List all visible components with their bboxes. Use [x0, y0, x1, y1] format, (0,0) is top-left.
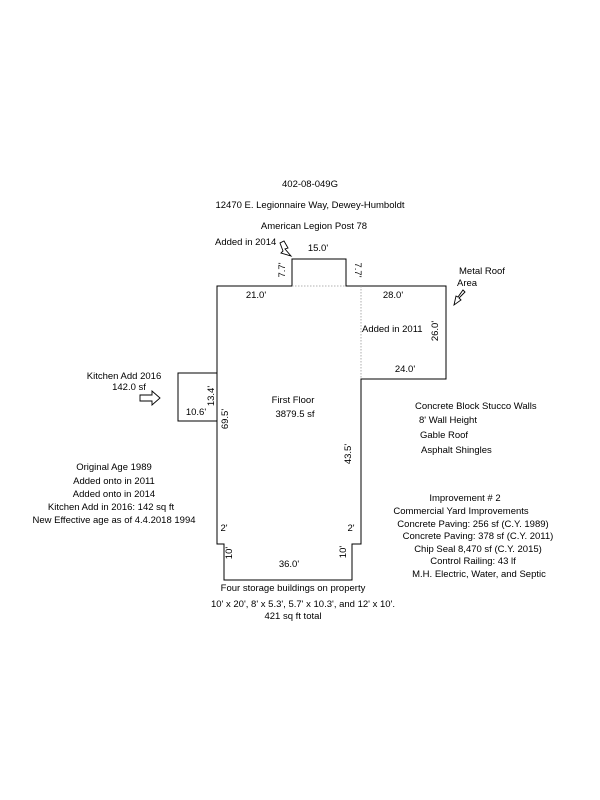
metal-roof-label-line2: Area	[457, 278, 478, 289]
arrow-kitchen-add	[139, 390, 161, 406]
dim-top-bump-right-height: 7.7'	[352, 262, 363, 277]
added-2011-label: Added in 2011	[362, 324, 423, 335]
age-note-effective: New Effective age as of 4.4.2018 1994	[32, 515, 195, 526]
dim-top-left-wall: 21.0'	[246, 290, 266, 301]
arrow-added-2014	[279, 240, 293, 257]
dim-right-addition-height: 26.0'	[430, 321, 441, 341]
storage-note-total: 421 sq ft total	[264, 611, 321, 622]
age-note-original: Original Age 1989	[76, 462, 152, 473]
property-address: 12470 E. Legionnaire Way, Dewey-Humboldt	[215, 200, 404, 211]
note-wall-height: 8' Wall Height	[419, 415, 477, 426]
improvement-utilities: M.H. Electric, Water, and Septic	[412, 569, 546, 580]
dim-bottom-left-step: 2'	[220, 523, 227, 534]
note-shingles: Asphalt Shingles	[421, 445, 492, 456]
owner-name: American Legion Post 78	[261, 221, 367, 232]
note-roof: Gable Roof	[420, 430, 468, 441]
dim-top-bump-left-height: 7.7'	[277, 262, 288, 277]
note-walls: Concrete Block Stucco Walls	[415, 401, 537, 412]
kitchen-addition-outline	[177, 372, 218, 422]
dim-kitchen-width: 10.6'	[186, 407, 206, 418]
storage-note-title: Four storage buildings on property	[221, 583, 366, 594]
building-outline	[216, 258, 447, 581]
dim-right-wall: 43.5'	[343, 444, 354, 464]
dim-bottom-right-height: 10'	[338, 546, 349, 559]
dim-left-wall: 69.5'	[220, 409, 231, 429]
dim-bottom-right-step: 2'	[347, 523, 354, 534]
improvement-title: Improvement # 2	[429, 493, 500, 504]
storage-note-sizes: 10' x 20', 8' x 5.3', 5.7' x 10.3', and …	[211, 599, 395, 610]
dim-top-right-wall: 28.0'	[383, 290, 403, 301]
metal-roof-label-line1: Metal Roof	[459, 266, 505, 277]
kitchen-add-label-line2: 142.0 sf	[112, 382, 146, 393]
first-floor-label: First Floor	[272, 395, 315, 406]
improvement-type: Commercial Yard Improvements	[393, 506, 529, 517]
kitchen-add-label-line1: Kitchen Add 2016	[87, 371, 161, 382]
added-2014-label: Added in 2014	[215, 237, 276, 248]
dim-top-bump-width: 15.0'	[308, 243, 328, 254]
dim-kitchen-height: 13.4'	[206, 386, 217, 406]
dim-bottom-left-height: 10'	[224, 547, 235, 560]
first-floor-area: 3879.5 sf	[275, 409, 314, 420]
improvement-chip-seal: Chip Seal 8,470 sf (C.Y. 2015)	[414, 544, 542, 555]
dim-right-addition-bottom: 24.0'	[395, 364, 415, 375]
arrow-metal-roof	[453, 289, 466, 307]
age-note-2014: Added onto in 2014	[73, 489, 155, 500]
dim-bottom-width: 36.0'	[279, 559, 299, 570]
parcel-id: 402-08-049G	[282, 179, 338, 190]
improvement-paving-2011: Concrete Paving: 378 sf (C.Y. 2011)	[403, 531, 554, 542]
age-note-kitchen: Kitchen Add in 2016: 142 sq ft	[48, 502, 175, 513]
improvement-paving-1989: Concrete Paving: 256 sf (C.Y. 1989)	[397, 519, 548, 530]
improvement-railing: Control Railing: 43 lf	[430, 556, 516, 567]
age-note-2011: Added onto in 2011	[73, 476, 155, 487]
